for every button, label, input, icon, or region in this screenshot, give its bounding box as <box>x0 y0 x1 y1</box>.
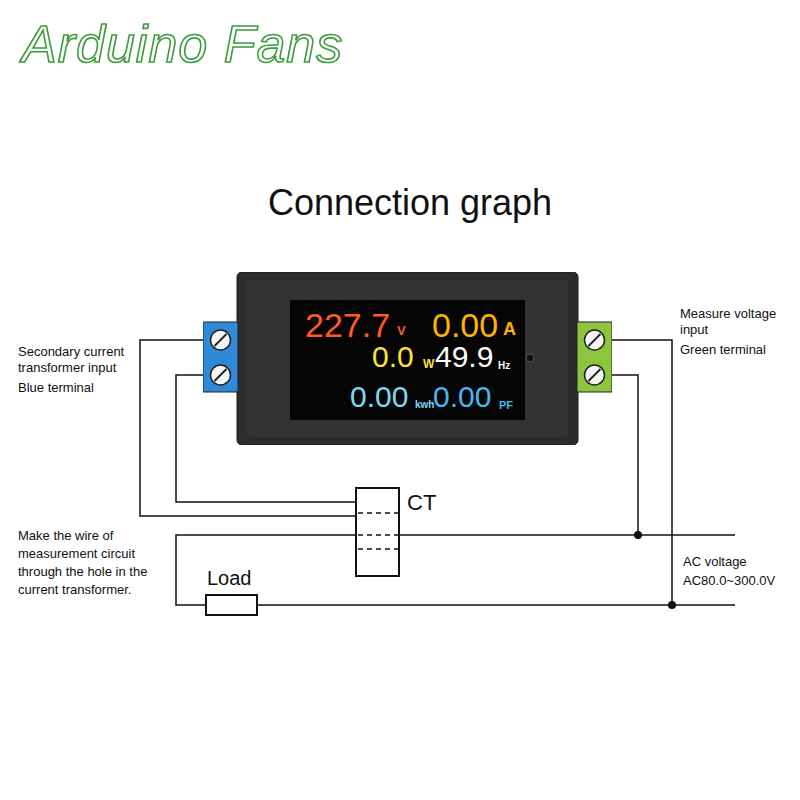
terminal-note: Blue terminal <box>18 380 136 396</box>
ac-line <box>258 604 735 606</box>
load-label: Load <box>207 568 252 588</box>
watermark: Arduino Fans <box>22 12 442 77</box>
voltage-wire <box>612 340 672 605</box>
ct-label: CT <box>407 492 436 514</box>
meter-bezel <box>247 280 568 437</box>
junction-dot <box>668 601 676 609</box>
voltage-reading: 227.7 <box>305 308 390 342</box>
junction-dot <box>634 531 642 539</box>
screw-slot <box>589 334 601 346</box>
voltage-note: AC voltage <box>683 554 795 570</box>
unit-label: W <box>423 358 434 370</box>
power-meter: 227.7V0.00A0.0W49.9Hz0.00kwh0.00PF <box>203 272 612 445</box>
diagram-title: Connection graph <box>0 183 800 223</box>
power-reading: 0.0 <box>372 342 414 372</box>
unit-label: A <box>503 320 516 338</box>
screw-slot <box>589 369 601 381</box>
current-reading: 0.00 <box>432 308 498 342</box>
green-terminal <box>577 322 612 392</box>
ct-core-line <box>358 548 398 550</box>
terminal-screw <box>211 365 231 385</box>
voltage-wire <box>612 375 638 535</box>
power-factor-reading: 0.00 <box>433 382 491 412</box>
terminal-screw <box>211 330 231 350</box>
screw-slot <box>215 369 227 381</box>
terminal-note: Green terminal <box>680 342 792 358</box>
meter-frame <box>237 272 578 445</box>
wiring-note: Make the wire of measurement circuit thr… <box>18 527 168 599</box>
energy-reading: 0.00 <box>350 382 408 412</box>
lcd-screen <box>290 300 525 420</box>
unit-label: V <box>397 324 406 337</box>
unit-label: kwh <box>415 400 434 410</box>
unit-label: Hz <box>498 361 510 371</box>
wire <box>176 535 355 605</box>
blue-terminal <box>203 322 238 392</box>
terminal-note: Secondary current transformer input <box>18 344 136 377</box>
unit-label: PF <box>499 400 513 411</box>
voltage-range: AC80.0~300.0V <box>683 573 795 589</box>
terminal-screw <box>585 365 605 385</box>
load-resistor: Load <box>205 594 258 616</box>
frequency-reading: 49.9 <box>435 342 493 372</box>
screw-slot <box>215 334 227 346</box>
ct-core-line <box>358 534 398 536</box>
terminal-screw <box>585 330 605 350</box>
ct-core-line <box>358 512 398 514</box>
ac-line <box>400 534 735 536</box>
terminal-note: Measure voltage input <box>680 306 792 339</box>
current-transformer: CT <box>355 487 400 577</box>
indicator-hole <box>526 354 534 362</box>
